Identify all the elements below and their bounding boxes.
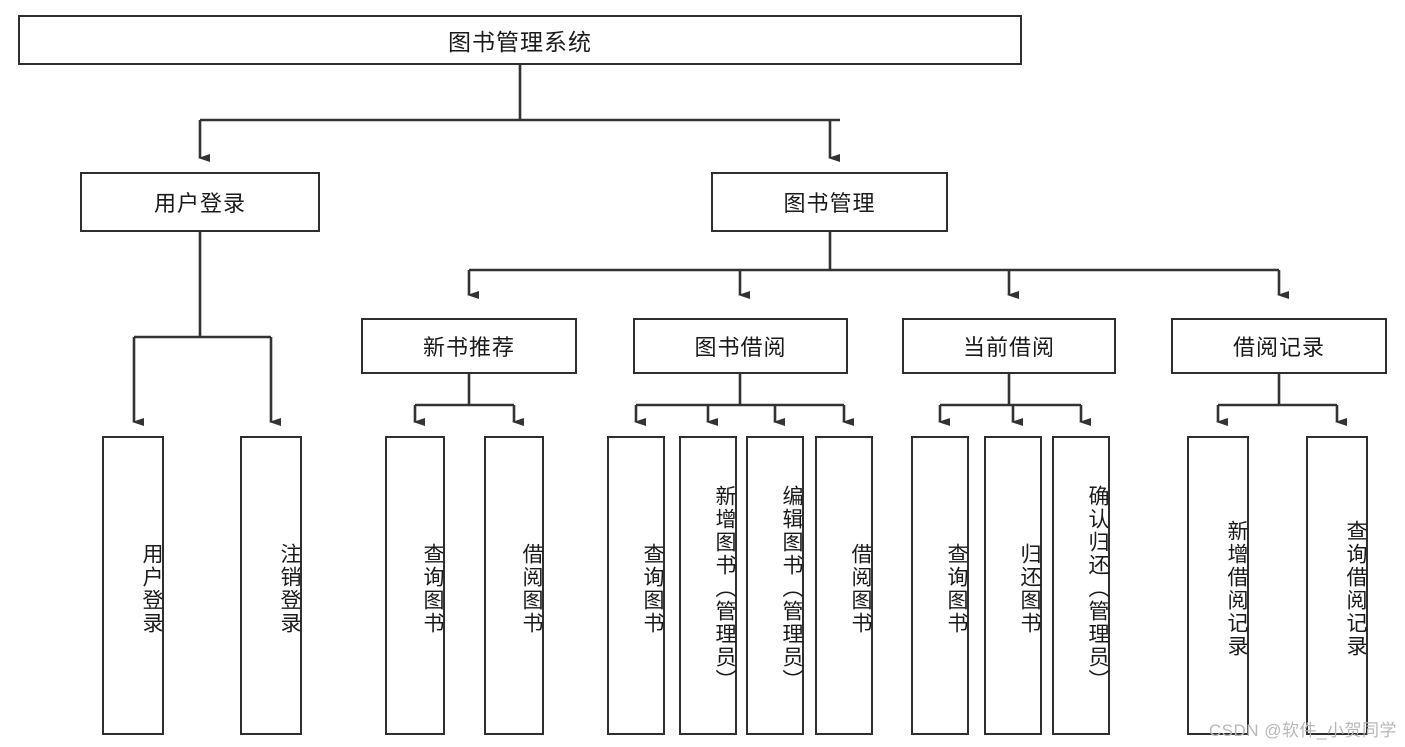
node-label: 查询图书: [641, 542, 664, 635]
leaf-user-login[interactable]: 用户登录: [102, 436, 164, 735]
node-label: 确认归还（管理员）: [1086, 485, 1109, 692]
node-label: 图书借阅: [694, 335, 787, 360]
node-label: 新增图书（管理员）: [713, 485, 736, 692]
node-label: 图书管理系统: [448, 29, 592, 55]
node-label: 当前借阅: [962, 335, 1055, 360]
node-label: 归还图书: [1018, 542, 1041, 635]
node-label: 借阅记录: [1232, 335, 1325, 360]
node-label: 用户登录: [140, 542, 163, 635]
node-label: 编辑图书（管理员）: [780, 485, 803, 692]
node-book-borrow[interactable]: 图书借阅: [633, 318, 848, 374]
node-label: 图书管理: [783, 191, 876, 216]
leaf-edit-book-admin[interactable]: 编辑图书（管理员）: [746, 436, 804, 735]
node-label: 新书推荐: [422, 335, 515, 360]
node-label: 借阅图书: [849, 542, 872, 635]
leaf-query-borrow-record[interactable]: 查询借阅记录: [1306, 436, 1368, 735]
node-borrow-record[interactable]: 借阅记录: [1171, 318, 1387, 374]
node-user-login[interactable]: 用户登录: [80, 172, 320, 232]
node-label: 注销登录: [278, 542, 301, 635]
leaf-add-borrow-record[interactable]: 新增借阅记录: [1187, 436, 1249, 735]
leaf-logout[interactable]: 注销登录: [240, 436, 302, 735]
leaf-confirm-return-admin[interactable]: 确认归还（管理员）: [1052, 436, 1110, 735]
node-label: 借阅图书: [520, 542, 543, 635]
node-label: 用户登录: [153, 191, 246, 216]
node-label: 查询图书: [421, 542, 444, 635]
csdn-watermark: CSDN @软件_小贺同学: [1208, 721, 1397, 740]
node-root[interactable]: 图书管理系统: [18, 15, 1022, 65]
node-new-book-recommend[interactable]: 新书推荐: [361, 318, 577, 374]
node-current-borrow[interactable]: 当前借阅: [902, 318, 1116, 374]
leaf-add-book-admin[interactable]: 新增图书（管理员）: [679, 436, 737, 735]
node-label: 查询图书: [945, 542, 968, 635]
leaf-query-book-current[interactable]: 查询图书: [911, 436, 969, 735]
leaf-query-book-recommend[interactable]: 查询图书: [385, 436, 445, 735]
node-label: 新增借阅记录: [1225, 519, 1248, 658]
node-label: 查询借阅记录: [1344, 519, 1367, 658]
leaf-query-book-borrow[interactable]: 查询图书: [607, 436, 665, 735]
leaf-borrow-book-recommend[interactable]: 借阅图书: [484, 436, 544, 735]
node-book-management[interactable]: 图书管理: [711, 172, 948, 232]
leaf-borrow-book[interactable]: 借阅图书: [815, 436, 873, 735]
leaf-return-book[interactable]: 归还图书: [984, 436, 1042, 735]
